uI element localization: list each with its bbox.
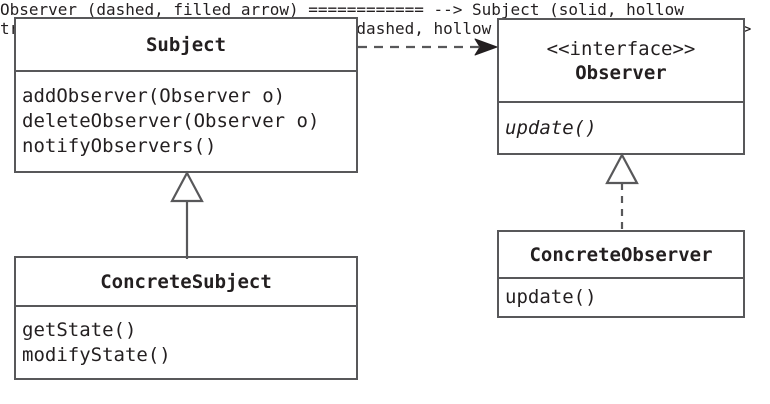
relationship-subject-to-observer[interactable] <box>358 32 500 62</box>
class-name-subject: Subject <box>145 33 227 56</box>
class-name-observer: Observer <box>575 61 667 84</box>
class-box-concrete-observer[interactable]: ConcreteObserver update() <box>497 230 745 318</box>
class-member-add-observer: addObserver(Observer o) <box>22 85 286 107</box>
class-stereotype-observer: <<interface>> <box>546 37 696 60</box>
class-box-subject[interactable]: Subject addObserver(Observer o) deleteOb… <box>14 17 358 173</box>
class-box-observer[interactable]: <<interface>> Observer update() <box>497 18 745 155</box>
class-name-compartment-subject: Subject <box>16 19 356 70</box>
relationship-concrete-observer-to-observer[interactable] <box>601 152 643 232</box>
filled-arrowhead-icon <box>474 38 498 56</box>
class-name-compartment-observer: <<interface>> Observer <box>499 20 743 101</box>
class-box-concrete-subject[interactable]: ConcreteSubject getState() modifyState() <box>14 256 358 380</box>
relationship-concrete-subject-to-subject[interactable] <box>166 170 208 259</box>
class-name-compartment-concrete-subject: ConcreteSubject <box>16 258 356 305</box>
class-name-concrete-subject: ConcreteSubject <box>100 270 272 293</box>
class-members-compartment-subject: addObserver(Observer o) deleteObserver(O… <box>16 70 356 171</box>
hollow-triangle-arrowhead-icon <box>605 152 639 185</box>
class-member-get-state: getState() <box>22 318 137 341</box>
class-member-delete-observer: deleteObserver(Observer o) <box>22 110 320 132</box>
class-member-notify-observers: notifyObservers() <box>22 135 217 157</box>
hollow-triangle-arrowhead-icon <box>170 170 204 203</box>
class-name-compartment-concrete-observer: ConcreteObserver <box>499 232 743 277</box>
class-members-compartment-observer: update() <box>499 101 743 153</box>
class-name-concrete-observer: ConcreteObserver <box>529 243 713 266</box>
class-member-modify-state: modifyState() <box>22 343 171 366</box>
class-members-compartment-concrete-observer: update() <box>499 277 743 316</box>
class-members-compartment-concrete-subject: getState() modifyState() <box>16 305 356 378</box>
class-member-concrete-observer-update: update() <box>505 286 597 308</box>
class-member-observer-update: update() <box>505 116 597 139</box>
